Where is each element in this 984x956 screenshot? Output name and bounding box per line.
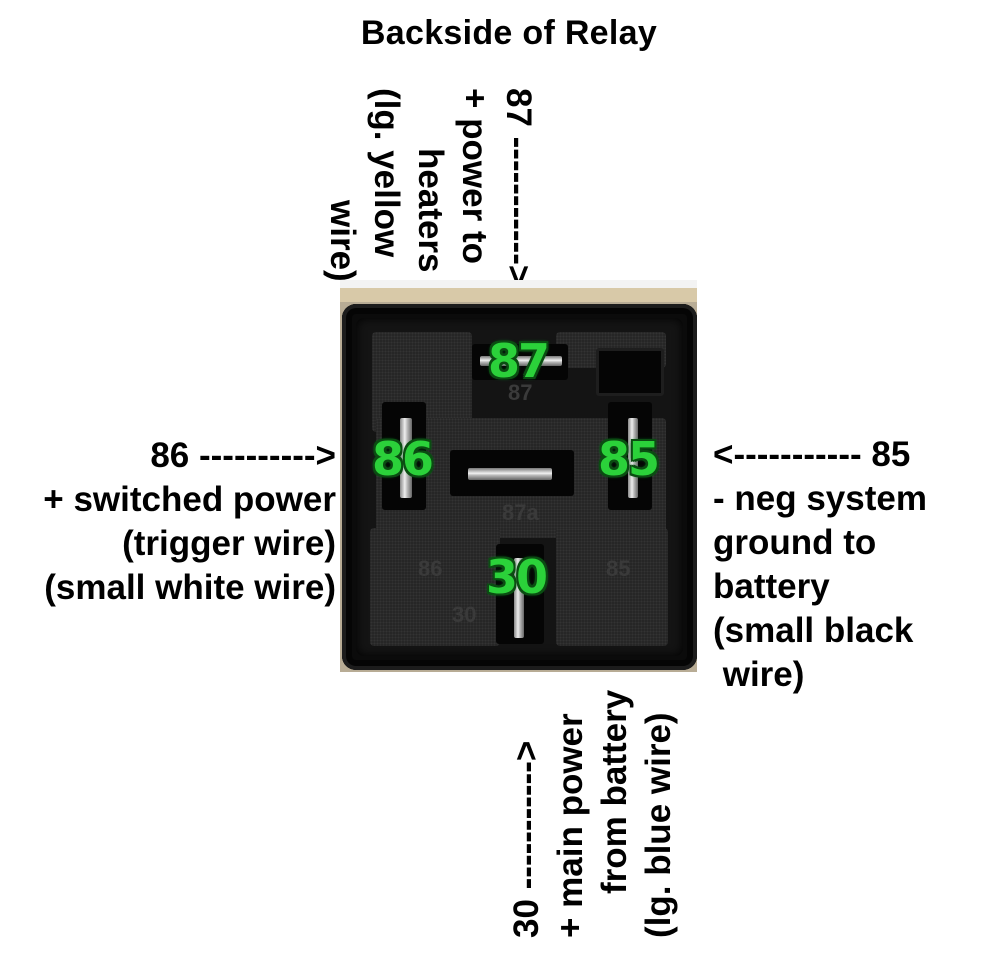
emboss-87: 87 (508, 380, 533, 405)
pin-87 (480, 356, 562, 366)
terminal-86-desc-line: + switched power (43, 480, 336, 519)
relay-pad (370, 528, 500, 646)
terminal-87-desc-line: heaters (411, 148, 450, 273)
terminal-85-label: <----------- 85 - neg system ground to b… (713, 433, 927, 697)
emboss-85: 85 (606, 556, 631, 581)
terminal-30-desc-line: + main power (551, 713, 590, 938)
terminal-87-label: 87 -----------> + power to heaters (lg. … (320, 88, 540, 285)
terminal-86-label: 86 ----------> + switched power (trigger… (43, 434, 336, 610)
terminal-85-desc-line: - neg system (713, 479, 927, 518)
emboss-87a: 87a (502, 500, 539, 525)
terminal-30-arrow: 30 -----------> (507, 740, 546, 938)
terminal-86-desc-line: (trigger wire) (122, 524, 336, 563)
pin-86 (400, 418, 412, 498)
terminal-87-desc-line: wire) (323, 200, 362, 282)
terminal-85-desc-line: ground to (713, 523, 877, 562)
pin-label-87: 87 (488, 334, 550, 388)
terminal-86-arrow: 86 ----------> (150, 436, 336, 475)
terminal-86-desc-line: (small white wire) (44, 568, 336, 607)
pin-87a (468, 468, 552, 480)
relay-pad (372, 332, 472, 432)
pin-30 (514, 558, 524, 638)
diagram-title: Backside of Relay (360, 14, 658, 52)
emboss-86: 86 (418, 556, 443, 581)
pin-label-30: 30 (486, 550, 548, 604)
relay-photo: 87 87a 86 85 30 87 86 85 30 (340, 280, 697, 672)
terminal-85-desc-line: (small black (713, 611, 914, 650)
terminal-30-desc-line: (lg. blue wire) (639, 712, 678, 938)
relay-socket: 87 87a 86 85 30 (356, 318, 683, 656)
emboss-30: 30 (452, 602, 477, 627)
terminal-87-desc-line: (lg. yellow (367, 88, 406, 258)
relay-pad (556, 528, 668, 646)
pin-label-86: 86 (372, 432, 434, 486)
relay-window (596, 348, 664, 396)
pin-label-85: 85 (598, 432, 660, 486)
terminal-87-arrow: 87 -----------> (499, 88, 538, 286)
terminal-85-desc-line: wire) (713, 655, 805, 694)
terminal-87-desc-line: + power to (455, 88, 494, 264)
pin-85 (628, 418, 638, 498)
terminal-85-desc-line: battery (713, 567, 830, 606)
relay-body: 87 87a 86 85 30 87 86 85 30 (342, 304, 697, 670)
terminal-30-desc-line: from battery (595, 689, 634, 894)
terminal-30-label: 30 -----------> + main power from batter… (505, 678, 681, 938)
terminal-85-arrow: <----------- 85 (713, 435, 911, 474)
